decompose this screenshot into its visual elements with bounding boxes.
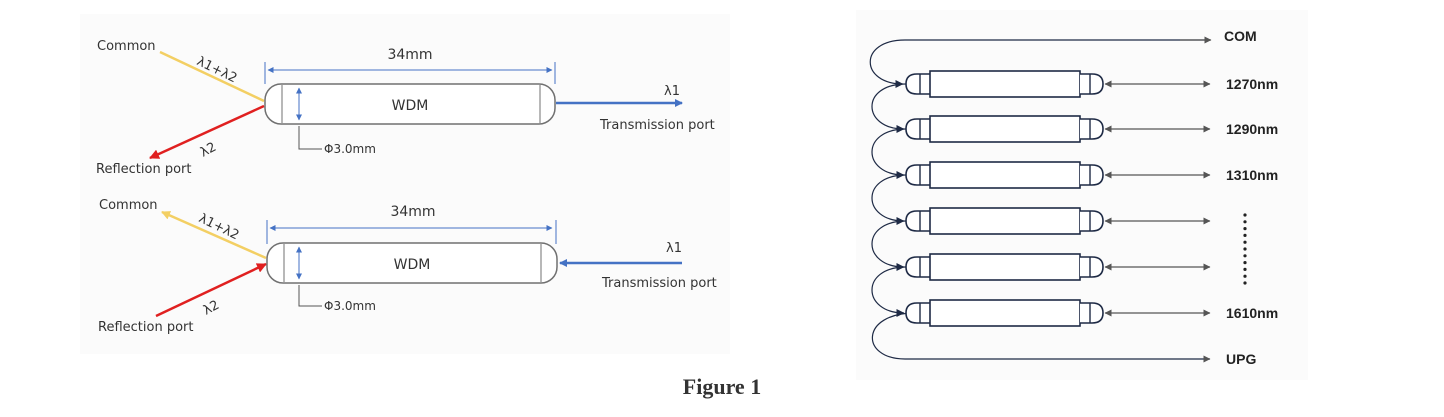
cwdm-module: 1310nm [905, 161, 1278, 189]
loop-fiber [871, 83, 907, 133]
ellipsis-dot [1243, 254, 1247, 258]
reflection-fiber [155, 262, 267, 318]
module-left-cap [905, 164, 930, 186]
ellipsis-dot [1243, 261, 1247, 265]
diameter-leader-line [298, 126, 322, 150]
ellipsis-dot [1243, 281, 1247, 285]
ellipsis-dot [1243, 274, 1247, 278]
cwdm-module: 1290nm [905, 115, 1278, 143]
diameter-leader-line [298, 285, 322, 307]
module-body [929, 253, 1081, 281]
lambda2-label: λ2 [201, 298, 222, 319]
ellipsis-dot [1243, 227, 1247, 231]
ellipsis-dot [1243, 247, 1247, 251]
right-panel-background [856, 10, 1308, 380]
common-label: Common [99, 198, 158, 213]
ellipsis-dot [1243, 213, 1247, 217]
wdm-diagram-top: Common λ1+λ2 34mm WDM Φ3.0mm λ1 Transmis… [96, 39, 715, 177]
ellipsis-dot [1243, 220, 1247, 224]
ellipsis-dot [1243, 267, 1247, 271]
module-right-cap [1080, 302, 1104, 324]
channel-label: 1310nm [1226, 167, 1278, 183]
upg-label: UPG [1226, 351, 1256, 367]
diameter-label: Φ3.0mm [324, 299, 376, 313]
channel-label: 1290nm [1226, 121, 1278, 137]
device-label: WDM [394, 257, 431, 273]
transmission-port-label: Transmission port [599, 118, 715, 133]
loop-fiber [871, 128, 907, 179]
cwdm-module: 1610nm [905, 299, 1278, 327]
lambda2-label: λ2 [198, 140, 219, 161]
module-right-cap [1080, 73, 1104, 95]
module-left-cap [905, 118, 930, 140]
loop-fiber [871, 174, 907, 225]
com-fiber [869, 39, 1210, 88]
channel-ellipsis [1243, 213, 1247, 285]
cwdm-module [905, 207, 1211, 235]
module-right-cap [1080, 256, 1104, 278]
left-panel-background [80, 14, 730, 354]
module-body [929, 299, 1081, 327]
channel-label: 1270nm [1226, 76, 1278, 92]
cwdm-chain-diagram: COM UPG 1270nm 1290nm 1310nm 1610nm [869, 28, 1278, 367]
common-label: Common [97, 39, 156, 54]
length-label: 34mm [390, 204, 435, 220]
ellipsis-dot [1243, 233, 1247, 237]
module-body [929, 115, 1081, 143]
wdm-body [264, 83, 556, 125]
common-fiber [161, 210, 267, 260]
module-body [929, 207, 1081, 235]
module-left-cap [905, 302, 930, 324]
channel-label: 1610nm [1226, 305, 1278, 321]
length-label: 34mm [387, 47, 432, 63]
cwdm-module: 1270nm [905, 70, 1278, 98]
reflection-port-label: Reflection port [96, 162, 191, 177]
reflection-port-label: Reflection port [98, 320, 193, 335]
loop-fiber [871, 220, 907, 271]
reflection-fiber [149, 104, 265, 160]
transmission-port-label: Transmission port [601, 276, 717, 291]
cwdm-module [905, 253, 1211, 281]
lambda1-label: λ1 [666, 241, 682, 256]
ellipsis-dot [1243, 240, 1247, 244]
module-left-cap [905, 256, 930, 278]
diameter-label: Φ3.0mm [324, 142, 376, 156]
loop-fiber [871, 266, 907, 317]
module-body [929, 70, 1081, 98]
module-right-cap [1080, 118, 1104, 140]
module-left-cap [905, 73, 930, 95]
figure-caption: Figure 1 [682, 374, 762, 399]
device-label: WDM [392, 98, 429, 114]
module-body [929, 161, 1081, 189]
com-label: COM [1224, 28, 1257, 44]
module-left-cap [905, 210, 930, 232]
module-right-cap [1080, 210, 1104, 232]
common-fiber [159, 50, 265, 103]
lambda1-label: λ1 [664, 84, 680, 99]
module-right-cap [1080, 164, 1104, 186]
wdm-body [266, 242, 558, 284]
